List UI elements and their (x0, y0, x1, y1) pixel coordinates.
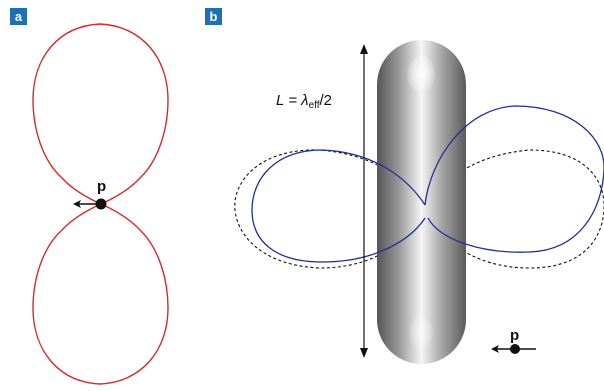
nanorod (377, 40, 466, 364)
dipole-label-b: p (510, 327, 519, 344)
dashed-left-lobe (234, 149, 426, 269)
length-arrow (360, 44, 368, 358)
dashed-reference-pattern (234, 149, 604, 269)
panel-a-pattern: p (32, 23, 169, 385)
panel-b-label: b (205, 8, 222, 25)
blue-left-lobe (251, 149, 426, 263)
panel-a-label: a (10, 8, 27, 25)
lower-lobe (32, 203, 169, 385)
upper-lobe (32, 23, 169, 205)
dipole-legend: p (491, 327, 536, 354)
blue-right-lobe (424, 105, 604, 253)
dipole-label-a: p (97, 178, 106, 195)
dipole-arrowhead (73, 200, 81, 208)
rod-radiation-pattern (251, 105, 604, 263)
length-label: L = λeff/2 (276, 92, 332, 111)
panel-b: L = λeff/2 p (234, 40, 604, 364)
